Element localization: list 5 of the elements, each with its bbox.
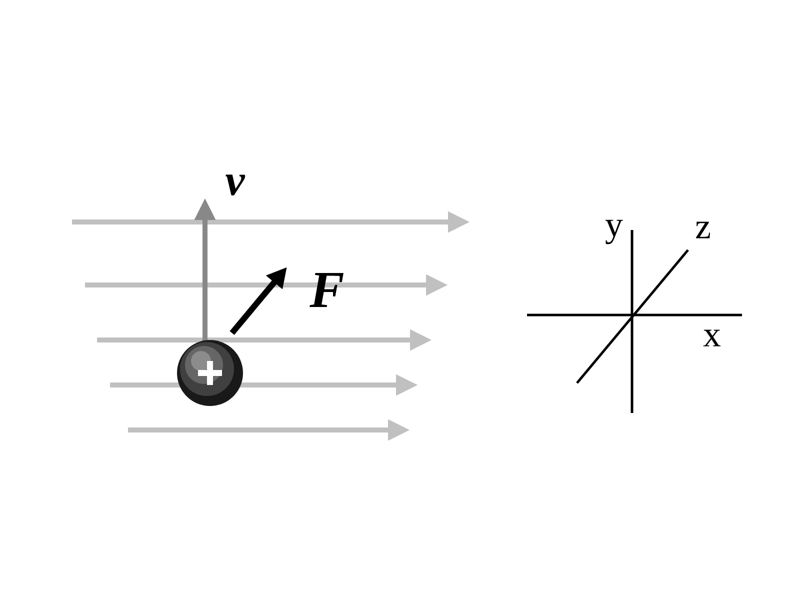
axis-label: z	[696, 222, 710, 238]
axis-label: y	[605, 220, 623, 244]
vector-label: F	[310, 272, 344, 308]
axis-label: x	[703, 330, 721, 346]
vector-label: v	[226, 174, 246, 196]
